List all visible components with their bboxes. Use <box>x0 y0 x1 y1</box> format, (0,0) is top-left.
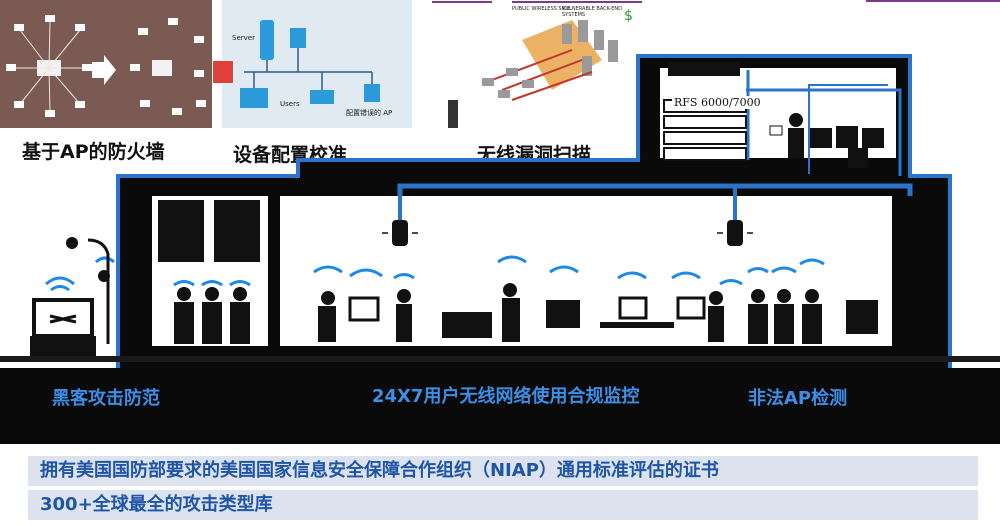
ap-icons <box>482 68 534 98</box>
backend-side-label: VULNERABLE BACK-END SYSTEMS <box>562 6 622 18</box>
wifi-icons <box>45 255 825 292</box>
hall-workers <box>318 283 878 344</box>
ap-firewall-label: 基于AP的防火墙 <box>22 141 165 163</box>
backend-system-icons <box>562 20 618 76</box>
ap-device-icons <box>6 15 92 117</box>
public-side-label: PUBLIC WIRELESS SIDE <box>512 6 571 12</box>
scan-diagram: $ <box>432 1 642 128</box>
top-right-accent-line <box>866 0 1000 2</box>
rogue-ap-label: 非法AP检测 <box>748 388 848 409</box>
ap-icon <box>290 28 306 48</box>
attack-library-banner: 300+全球最全的攻击类型库 <box>28 490 978 520</box>
compliance-monitoring-label: 24X7用户无线网络使用合规监控 <box>372 386 640 407</box>
attacker-icon <box>448 100 458 128</box>
desktop-icon <box>240 88 268 108</box>
ap-firewall-panel <box>0 0 212 128</box>
building-outline <box>116 54 952 368</box>
niap-banner: 拥有美国国防部要求的美国国家信息安全保障合作组织（NIAP）通用标准评估的证书 <box>28 456 978 486</box>
server-label: Server <box>232 34 255 42</box>
operator-figure <box>769 113 804 158</box>
users-label: Users <box>280 100 300 108</box>
server-icon <box>260 20 274 60</box>
ceiling-ap-icons <box>392 220 743 246</box>
ap-firewall-diagram <box>6 15 206 117</box>
laptop-icon <box>310 90 334 104</box>
config-ap-label: 配置错误的 AP <box>346 109 393 117</box>
hacker-defense-label: 黑客攻击防范 <box>52 388 160 409</box>
street-lamp-icon <box>87 238 110 344</box>
server-rack <box>663 62 747 161</box>
dollar-icon: $ <box>624 8 633 24</box>
device-calibration-panel: Server Users 配置错误的 AP <box>222 0 412 128</box>
network-config-diagram <box>240 20 380 108</box>
rack-label: RFS 6000/7000 <box>672 96 763 109</box>
arrow-right-icon <box>92 55 116 85</box>
monitor-wall-icon <box>810 126 884 168</box>
firewall-brick-icon <box>212 60 234 84</box>
wireless-scan-panel: $ PUBLIC WIRELESS SIDE VULNERABLE BACK-E… <box>432 0 642 130</box>
cart-boxes-icon <box>846 300 878 334</box>
misconfigured-ap-icon <box>364 84 380 102</box>
people-group-left <box>174 287 250 344</box>
